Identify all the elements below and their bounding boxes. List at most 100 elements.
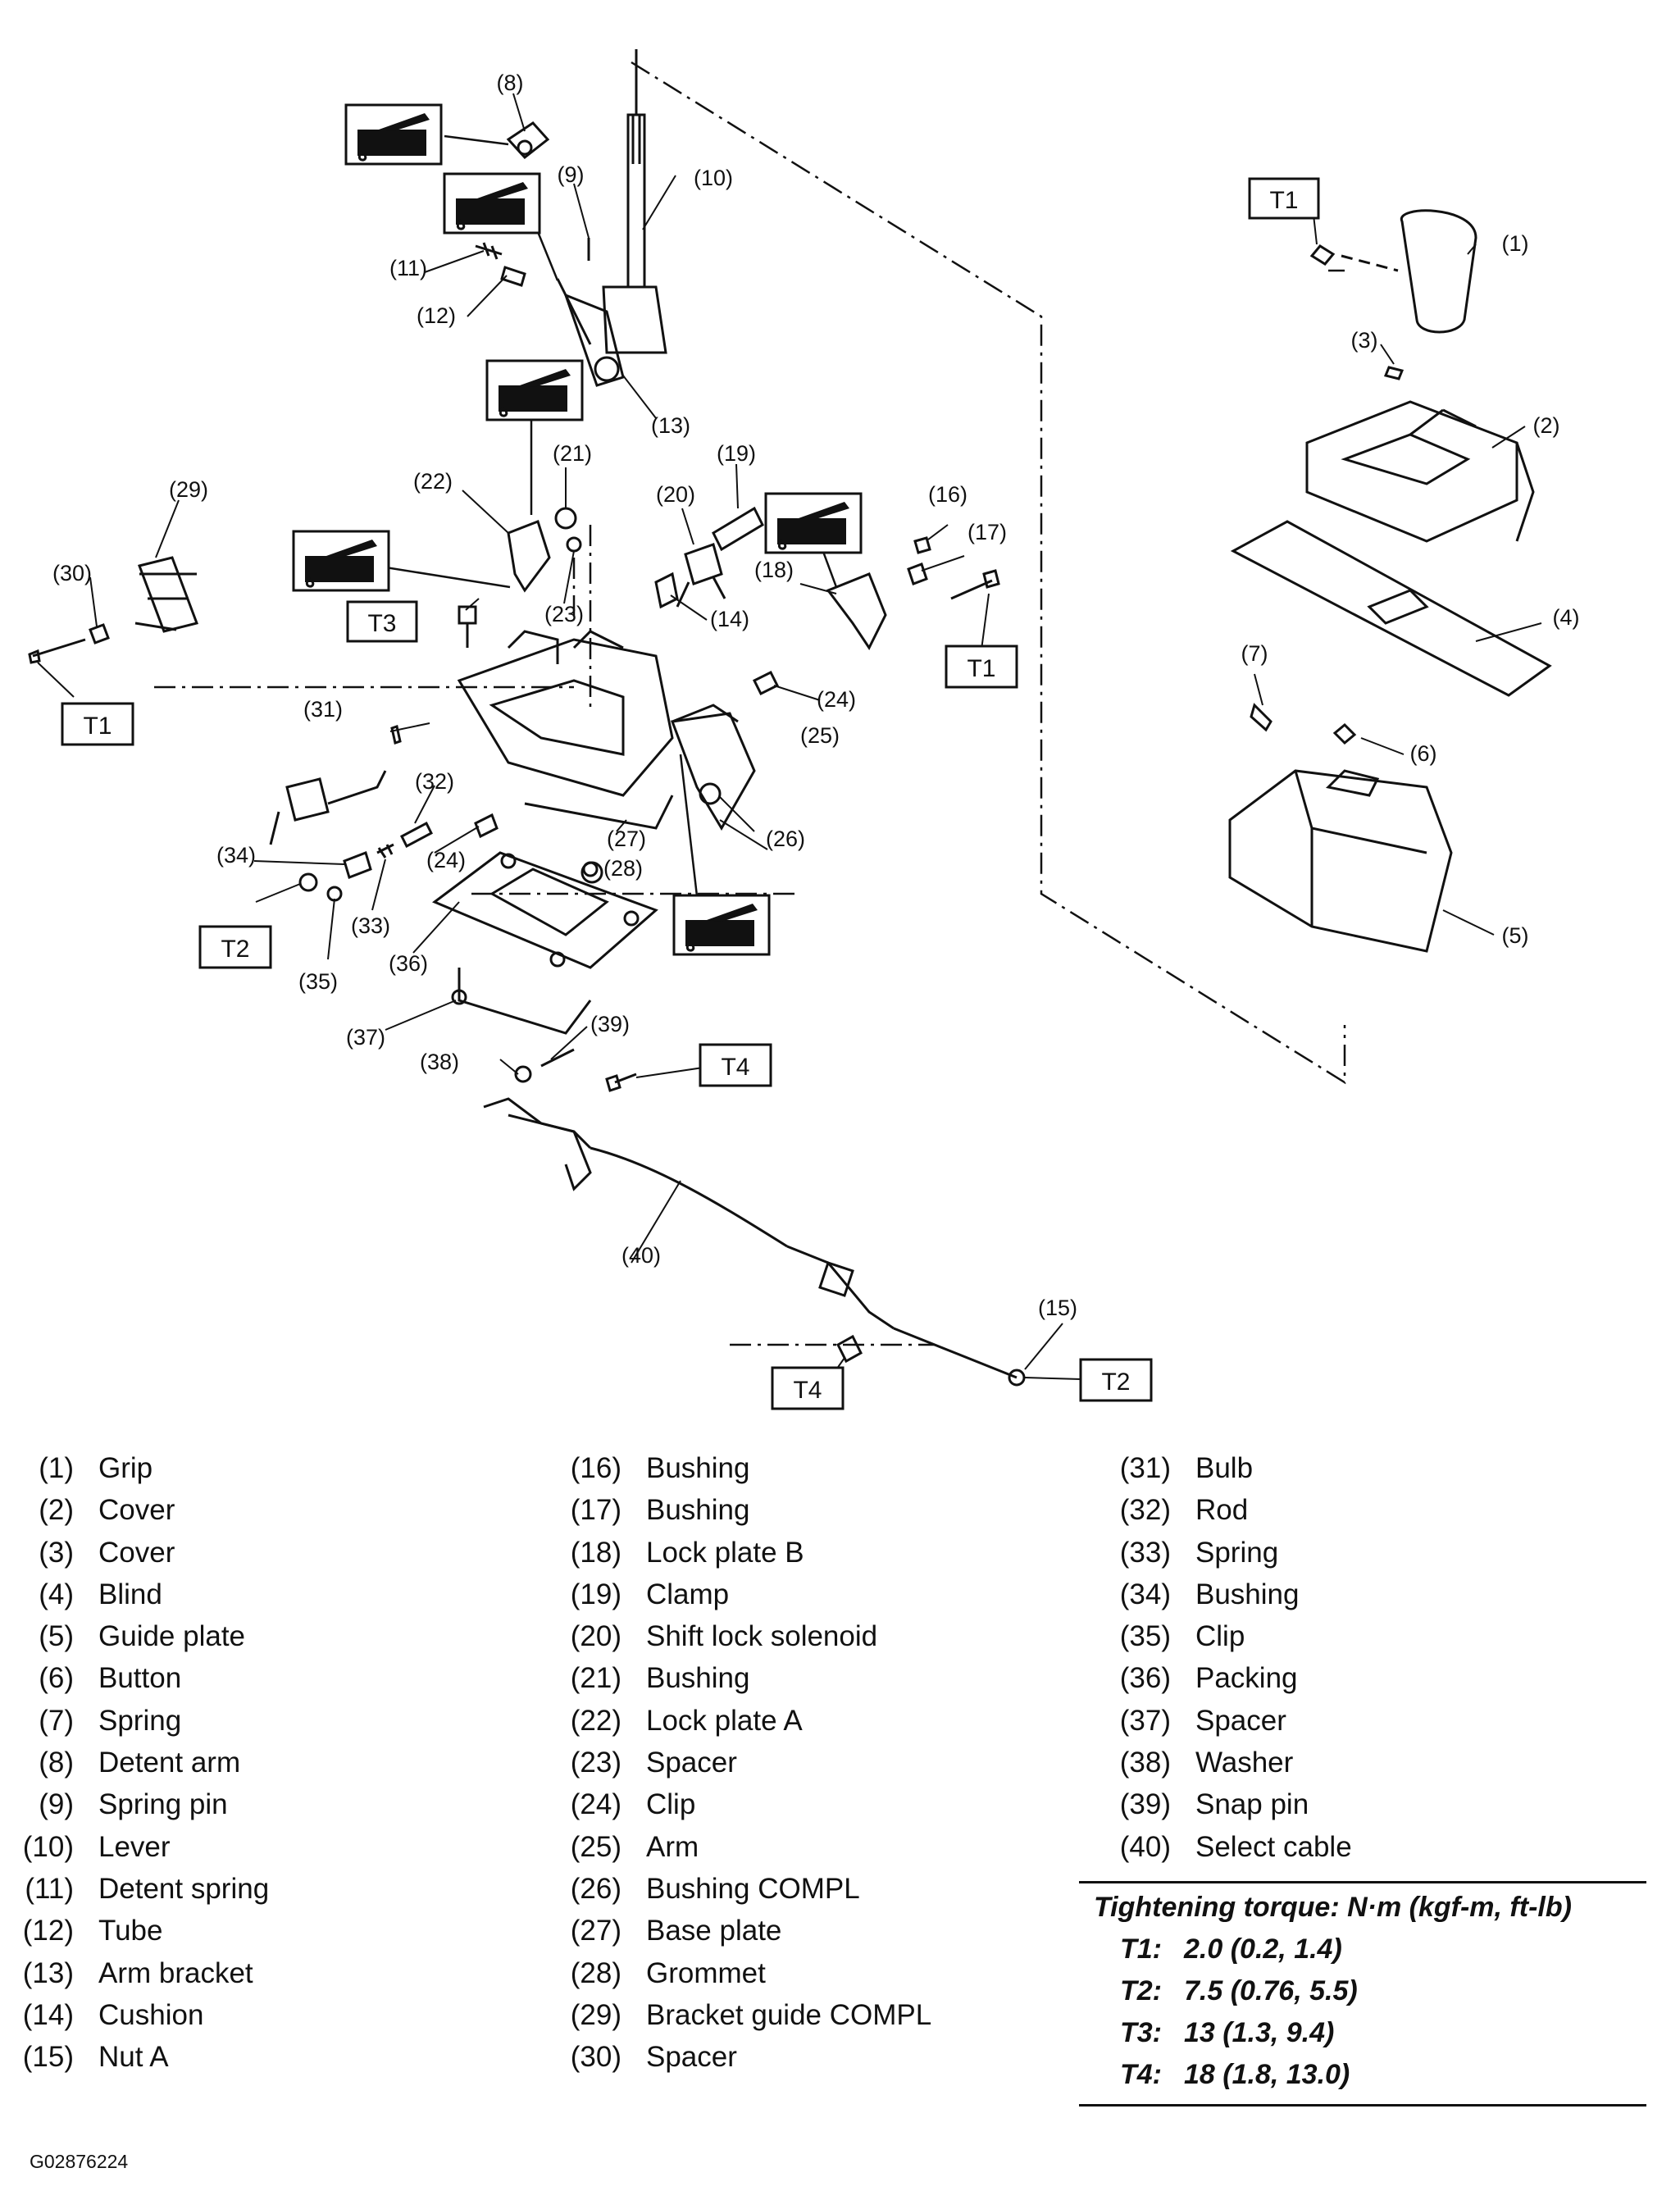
grease-application-icon xyxy=(292,530,390,592)
legend-name: Rod xyxy=(1195,1494,1249,1527)
torque-tag-t1: T1 xyxy=(1269,187,1298,214)
callout-32: (32) xyxy=(415,769,454,794)
callout-16: (16) xyxy=(928,482,967,507)
cushion xyxy=(654,572,679,609)
legend-num: (18) xyxy=(570,1536,621,1569)
washer xyxy=(514,1065,532,1083)
guide-plate xyxy=(1228,769,1453,953)
legend-num: (7) xyxy=(39,1704,74,1737)
base-plate xyxy=(457,630,674,830)
legend-name: Bracket guide COMPL xyxy=(646,1998,932,2031)
legend-num: (35) xyxy=(1119,1620,1171,1653)
callout-26: (26) xyxy=(766,827,805,851)
callout-13: (13) xyxy=(651,413,690,438)
legend-name: Guide plate xyxy=(98,1620,246,1653)
callout-14: (14) xyxy=(710,607,749,631)
legend-num: (29) xyxy=(570,1998,621,2031)
callout-8: (8) xyxy=(497,71,524,95)
legend-num: (1) xyxy=(39,1452,74,1484)
callout-27: (27) xyxy=(607,827,646,851)
legend-name: Cover xyxy=(98,1536,175,1569)
legend-num: (19) xyxy=(570,1578,621,1610)
legend-name: Spring pin xyxy=(98,1788,228,1821)
legend-num: (10) xyxy=(22,1830,74,1863)
legend-name: Cover xyxy=(98,1494,175,1527)
cover-small xyxy=(1383,366,1405,380)
legend-num: (12) xyxy=(22,1915,74,1947)
legend-name: Spacer xyxy=(646,2041,737,2074)
bolt-t3 xyxy=(458,605,477,648)
legend-num: (38) xyxy=(1119,1747,1171,1779)
bushing-34 xyxy=(343,851,372,879)
torque-key: T3: xyxy=(1120,2017,1162,2048)
legend-num: (4) xyxy=(39,1578,74,1610)
legend-num: (22) xyxy=(570,1704,621,1737)
lock-plate-b xyxy=(826,572,887,650)
legend-num: (16) xyxy=(570,1452,621,1484)
clip-24 xyxy=(752,670,780,696)
bulb-harness xyxy=(269,770,387,845)
torque-tags xyxy=(61,177,1320,1410)
legend-num: (20) xyxy=(570,1620,621,1653)
legend-name: Lever xyxy=(98,1830,171,1863)
callout-29: (29) xyxy=(169,477,208,502)
callout-24: (24) xyxy=(426,848,466,872)
cover-assembly xyxy=(1305,400,1535,543)
torque-val: 2.0 (0.2, 1.4) xyxy=(1184,1933,1342,1965)
torque-tag-t3: T3 xyxy=(367,610,396,637)
legend-num: (24) xyxy=(570,1788,621,1821)
assembly-guide-lines xyxy=(154,61,1346,1346)
legend-name: Blind xyxy=(98,1578,162,1610)
grease-application-icon xyxy=(485,359,584,421)
legend-num: (3) xyxy=(39,1536,74,1569)
bushing-16 xyxy=(913,536,931,554)
legend-name: Shift lock solenoid xyxy=(646,1620,878,1653)
legend-num: (23) xyxy=(570,1747,621,1779)
legend-num: (27) xyxy=(570,1915,621,1947)
legend-name: Arm xyxy=(646,1830,699,1863)
legend-name: Detent arm xyxy=(98,1747,241,1779)
callout-2: (2) xyxy=(1533,413,1560,438)
button xyxy=(1332,722,1357,745)
legend-name: Bulb xyxy=(1195,1452,1254,1484)
legend-name: Tube xyxy=(98,1915,163,1947)
grease-application-icon xyxy=(672,894,771,956)
legend-num: (37) xyxy=(1119,1704,1171,1737)
spacer-30 xyxy=(89,623,110,644)
callout-4: (4) xyxy=(1553,605,1580,630)
grease-application-icon xyxy=(764,492,863,554)
legend-num: (36) xyxy=(1119,1662,1171,1695)
legend-name: Grip xyxy=(98,1452,153,1484)
legend-num: (2) xyxy=(39,1494,74,1527)
callout-17: (17) xyxy=(967,520,1007,544)
torque-tag-t4: T4 xyxy=(793,1377,822,1404)
torque-row: T2: 7.5 (0.76, 5.5) xyxy=(1079,1970,1646,2012)
legend-name: Detent spring xyxy=(98,1872,270,1905)
legend-num: (5) xyxy=(39,1620,74,1653)
callout-38: (38) xyxy=(420,1050,459,1074)
grip xyxy=(1309,209,1477,334)
legend-name: Snap pin xyxy=(1195,1788,1309,1821)
legend-num: (32) xyxy=(1119,1494,1171,1527)
torque-table-title: Tightening torque: N·m (kgf-m, ft-lb) xyxy=(1094,1892,1572,1923)
callout-22: (22) xyxy=(413,469,453,494)
legend-num: (28) xyxy=(570,1956,621,1989)
bolt-t1 xyxy=(950,569,1000,600)
bushing-compl xyxy=(699,782,722,805)
legend-name: Bushing COMPL xyxy=(646,1872,860,1905)
callout-19: (19) xyxy=(717,441,756,466)
callout-20: (20) xyxy=(656,482,695,507)
legend-num: (15) xyxy=(22,2041,74,2074)
callout-40: (40) xyxy=(621,1243,661,1268)
legend-num: (40) xyxy=(1119,1830,1171,1863)
legend-name: Base plate xyxy=(646,1915,782,1947)
detent-spring xyxy=(475,242,503,260)
bolt-30 xyxy=(28,638,86,664)
torque-row: T3:13 (1.3, 9.4) xyxy=(1079,2012,1646,2054)
legend-name: Clip xyxy=(1195,1620,1245,1653)
torque-key: T2: xyxy=(1120,1975,1162,2006)
exploded-parts-diagram: T1 T3 T1 T1 T2 T4 T4 T2 (1) (2) (3) (4) … xyxy=(28,49,1580,1410)
callout-24: (24) xyxy=(817,687,856,712)
torque-val: 7.5 (0.76, 5.5) xyxy=(1184,1975,1358,2006)
legend-name: Arm bracket xyxy=(98,1956,253,1989)
